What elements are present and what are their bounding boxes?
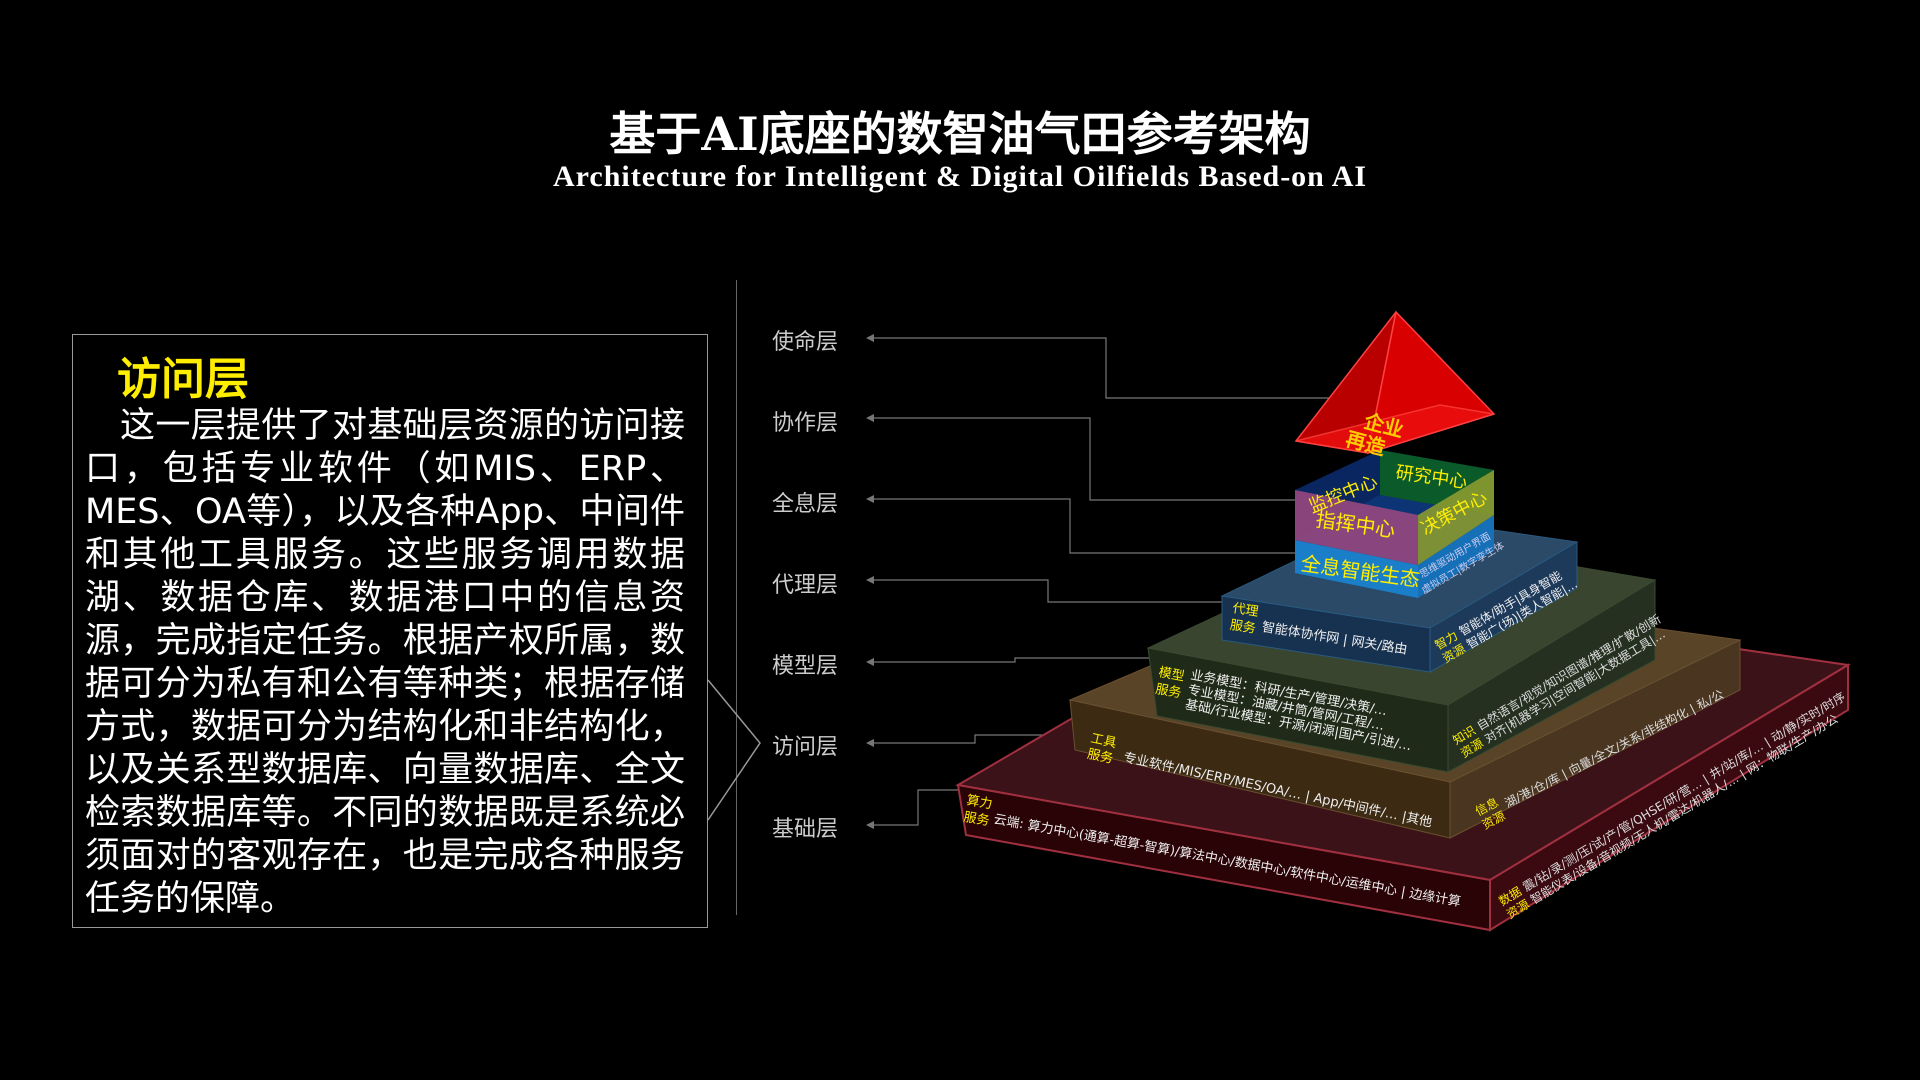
tool-tag-1: 工具: [1089, 731, 1118, 751]
layer-label-model: 模型层: [772, 654, 839, 679]
tool-tag-2: 服务: [1086, 746, 1115, 767]
panel-body: 这一层提供了对基础层资源的访问接口，包括专业软件（如MIS、ERP、MES、OA…: [85, 406, 685, 919]
agent-tag-1: 代理: [1231, 601, 1259, 620]
base-tag-1: 算力: [965, 793, 993, 812]
layer-label-access: 访问层: [772, 735, 839, 760]
layer-label-base: 基础层: [772, 817, 839, 842]
connector-lines: [868, 337, 1348, 826]
connector-markers: [866, 334, 874, 829]
model-tag-1: 模型: [1157, 665, 1185, 684]
layer-label-agent: 代理层: [772, 573, 839, 598]
description-panel: 访问层 这一层提供了对基础层资源的访问接口，包括专业软件（如MIS、ERP、ME…: [72, 334, 708, 928]
mission-pyramid: [1294, 310, 1496, 455]
agent-tag-2: 服务: [1229, 617, 1257, 637]
page-title: 基于AI底座的数智油气田参考架构: [609, 107, 1311, 161]
panel-heading: 访问层: [117, 354, 249, 405]
collab-layer: [1295, 450, 1494, 565]
page-subtitle: Architecture for Intelligent & Digital O…: [552, 160, 1368, 193]
base-tag-2: 服务: [962, 809, 990, 829]
model-tag-2: 服务: [1154, 681, 1182, 701]
layer-label-holo: 全息层: [772, 492, 839, 517]
panel-pointer: [707, 679, 761, 821]
layer-label-mission: 使命层: [772, 330, 839, 355]
layer-axis: [736, 280, 737, 915]
layer-label-collab: 协作层: [772, 411, 839, 436]
